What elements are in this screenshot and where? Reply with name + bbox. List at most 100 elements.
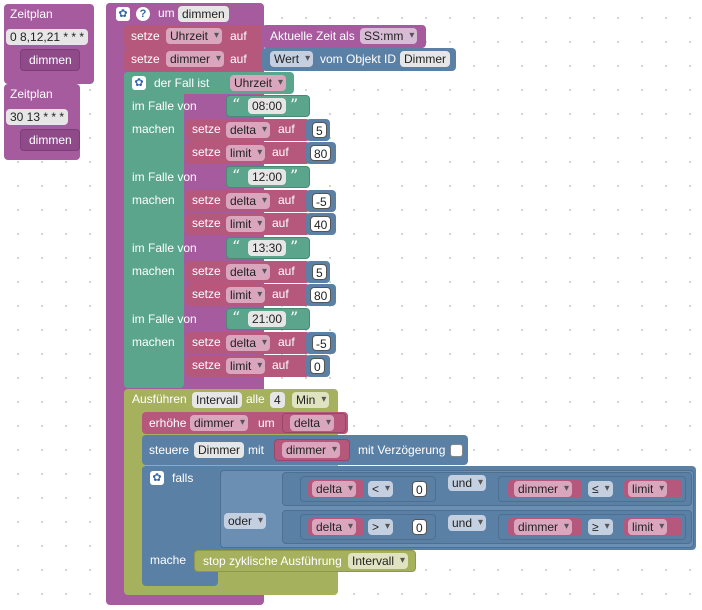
every-label: alle [246, 392, 265, 406]
time-string-field[interactable]: 08:00 [248, 98, 287, 114]
quote-close-icon: ” [290, 166, 299, 185]
limit-value[interactable]: 80 [310, 145, 332, 161]
auf-label: auf [272, 145, 289, 159]
control-label: steuere [149, 443, 190, 457]
quote-close-icon: ” [290, 308, 299, 327]
limit-value[interactable]: 80 [310, 287, 332, 303]
delta-dropdown[interactable]: delta [226, 264, 271, 280]
set-label: setze [192, 358, 221, 372]
limit-value[interactable]: 0 [310, 358, 325, 374]
control-variable-dropdown[interactable]: dimmer [282, 442, 341, 458]
property-dropdown[interactable]: Wert [270, 51, 314, 67]
set-label: setze [192, 335, 221, 349]
case-label: im Falle von [132, 99, 197, 113]
quote-close-icon: ” [290, 95, 299, 114]
delta-value[interactable]: -5 [312, 335, 331, 351]
auf-label: auf [272, 358, 289, 372]
compare-variable-dropdown[interactable]: limit [628, 481, 668, 497]
gear-icon[interactable]: ✿ [116, 7, 130, 21]
help-icon[interactable]: ? [136, 7, 150, 21]
with-label: mit [248, 443, 264, 457]
case-label: im Falle von [132, 312, 197, 326]
compare-value[interactable]: 0 [412, 519, 427, 535]
call-label: dimmen [29, 133, 72, 147]
case-label: im Falle von [132, 241, 197, 255]
amount-variable-dropdown[interactable]: delta [290, 415, 335, 431]
delta-dropdown[interactable]: delta [226, 335, 271, 351]
limit-dropdown[interactable]: limit [226, 145, 266, 161]
switch-variable-dropdown[interactable]: Uhrzeit [230, 75, 287, 91]
time-format-dropdown[interactable]: SS:mm [360, 28, 418, 44]
auf-label: auf [230, 29, 247, 43]
set-label: setze [131, 29, 160, 43]
object-id-field[interactable]: Dimmer [400, 51, 450, 67]
interval-unit-dropdown[interactable]: Min [292, 392, 330, 408]
control-target-field[interactable]: Dimmer [194, 442, 244, 458]
call-block[interactable] [20, 49, 80, 71]
limit-dropdown[interactable]: limit [226, 216, 266, 232]
compare-variable-dropdown[interactable]: delta [312, 481, 357, 497]
set-label: setze [192, 122, 221, 136]
delta-value[interactable]: 5 [312, 264, 327, 280]
compare-variable-dropdown[interactable]: dimmer [514, 481, 573, 497]
compare-value[interactable]: 0 [412, 481, 427, 497]
quote-open-icon: “ [232, 95, 241, 114]
limit-value[interactable]: 40 [310, 216, 332, 232]
compare-variable-dropdown[interactable]: dimmer [514, 519, 573, 535]
cron-field[interactable]: 0 8,12,21 * * * [6, 29, 89, 45]
time-string-field[interactable]: 13:30 [248, 240, 287, 256]
if-label: falls [172, 471, 194, 485]
logic-operator-dropdown[interactable]: und [448, 515, 487, 531]
limit-dropdown[interactable]: limit [226, 287, 266, 303]
do-label: machen [132, 193, 175, 207]
delta-value[interactable]: 5 [312, 122, 327, 138]
logic-operator-dropdown[interactable]: und [448, 475, 487, 491]
limit-dropdown[interactable]: limit [226, 358, 266, 374]
compare-operator-dropdown[interactable]: ≥ [588, 519, 613, 535]
set-label: setze [192, 264, 221, 278]
auf-label: auf [278, 193, 295, 207]
variable-dropdown[interactable]: dimmer [166, 51, 225, 67]
variable-dropdown[interactable]: Uhrzeit [166, 28, 223, 44]
set-label: setze [192, 145, 221, 159]
set-label: setze [131, 52, 160, 66]
compare-operator-dropdown[interactable]: ≤ [588, 481, 613, 497]
function-name-field[interactable]: dimmen [178, 6, 229, 22]
delta-dropdown[interactable]: delta [226, 122, 271, 138]
delay-checkbox[interactable] [450, 444, 463, 457]
compare-operator-dropdown[interactable]: > [368, 519, 394, 535]
compare-variable-dropdown[interactable]: delta [312, 519, 357, 535]
then-label: mache [150, 553, 187, 567]
auf-label: auf [278, 264, 295, 278]
auf-label: auf [278, 335, 295, 349]
quote-close-icon: ” [290, 237, 299, 256]
or-operator-dropdown[interactable]: oder [224, 513, 267, 529]
increase-label: erhöhe [149, 416, 187, 430]
schedule-label: Zeitplan [10, 7, 53, 21]
stop-interval-dropdown[interactable]: Intervall [348, 553, 409, 569]
from-object-label: vom Objekt ID [320, 52, 397, 66]
switch-block[interactable] [124, 72, 184, 388]
function-prefix: um [158, 6, 175, 20]
cron-field[interactable]: 30 13 * * * [6, 109, 69, 125]
quote-open-icon: “ [232, 308, 241, 327]
time-value-label: Aktuelle Zeit als [270, 29, 355, 43]
gear-icon[interactable]: ✿ [132, 76, 146, 90]
auf-label: auf [272, 287, 289, 301]
compare-variable-dropdown[interactable]: limit [628, 519, 668, 535]
delta-dropdown[interactable]: delta [226, 193, 271, 209]
time-string-field[interactable]: 12:00 [248, 169, 287, 185]
by-label: um [258, 416, 275, 430]
quote-open-icon: “ [232, 237, 241, 256]
interval-name-field[interactable]: Intervall [192, 392, 243, 408]
delay-label: mit Verzögerung [358, 443, 446, 457]
time-string-field[interactable]: 21:00 [248, 311, 287, 327]
call-block[interactable] [20, 129, 80, 151]
auf-label: auf [278, 122, 295, 136]
increase-variable-dropdown[interactable]: dimmer [190, 415, 249, 431]
do-label: machen [132, 335, 175, 349]
delta-value[interactable]: -5 [312, 193, 331, 209]
interval-count-field[interactable]: 4 [270, 392, 285, 408]
gear-icon[interactable]: ✿ [150, 471, 164, 485]
compare-operator-dropdown[interactable]: < [368, 481, 394, 497]
